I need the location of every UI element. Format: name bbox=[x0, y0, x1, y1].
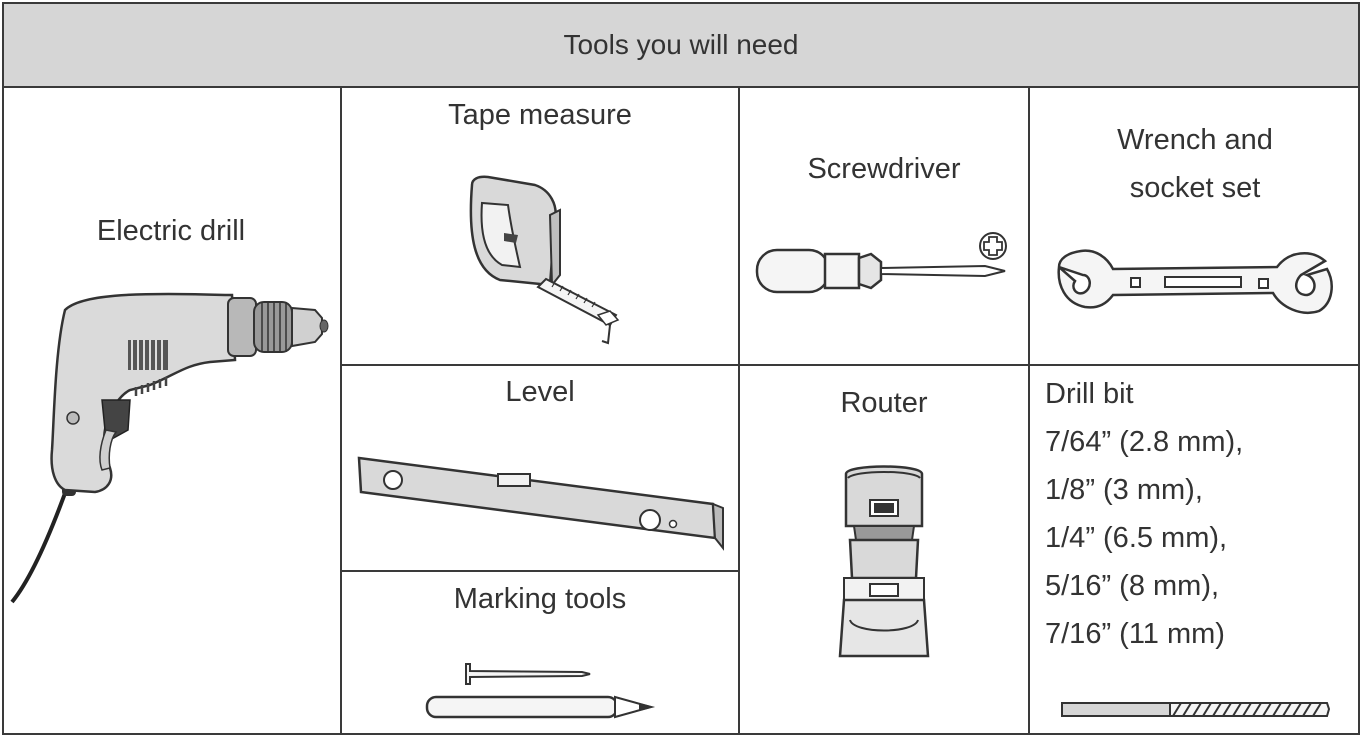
wrench-label-line2: socket set bbox=[1129, 172, 1261, 204]
drill-bit-label: Drill bit bbox=[1045, 378, 1134, 410]
router-icon bbox=[838, 465, 930, 658]
level-label: Level bbox=[505, 376, 575, 408]
drill-bit-icon bbox=[1061, 702, 1331, 717]
divider bbox=[738, 88, 740, 735]
nail-icon bbox=[465, 663, 591, 685]
wrench-label-line1: Wrench and bbox=[1117, 124, 1273, 156]
divider bbox=[340, 570, 740, 572]
router-label: Router bbox=[840, 387, 928, 419]
drill-bit-size: 7/16” (11 mm) bbox=[1045, 618, 1225, 650]
divider bbox=[340, 364, 1360, 366]
drill-bit-size: 1/8” (3 mm), bbox=[1045, 474, 1203, 506]
wrench-icon bbox=[1057, 249, 1333, 314]
drill-bit-text: Drill bit 7/64” (2.8 mm), 1/8” (3 mm), 1… bbox=[1045, 370, 1243, 658]
drill-bit-size: 1/4” (6.5 mm), bbox=[1045, 522, 1228, 554]
table-header: Tools you will need bbox=[2, 2, 1360, 88]
tape-measure-label: Tape measure bbox=[448, 99, 632, 131]
divider bbox=[1028, 88, 1030, 735]
screwdriver-label: Screwdriver bbox=[807, 153, 961, 185]
level-icon bbox=[357, 456, 724, 551]
divider bbox=[340, 88, 342, 735]
drill-bit-size: 5/16” (8 mm), bbox=[1045, 570, 1220, 602]
table-title: Tools you will need bbox=[563, 29, 799, 60]
drill-bit-size: 7/64” (2.8 mm), bbox=[1045, 426, 1244, 458]
marking-tools-label: Marking tools bbox=[453, 583, 627, 615]
drill-icon bbox=[10, 292, 329, 604]
electric-drill-label: Electric drill bbox=[96, 215, 246, 247]
screwdriver-icon bbox=[755, 232, 1007, 294]
tape-measure-icon bbox=[469, 175, 620, 345]
pencil-icon bbox=[425, 695, 655, 719]
